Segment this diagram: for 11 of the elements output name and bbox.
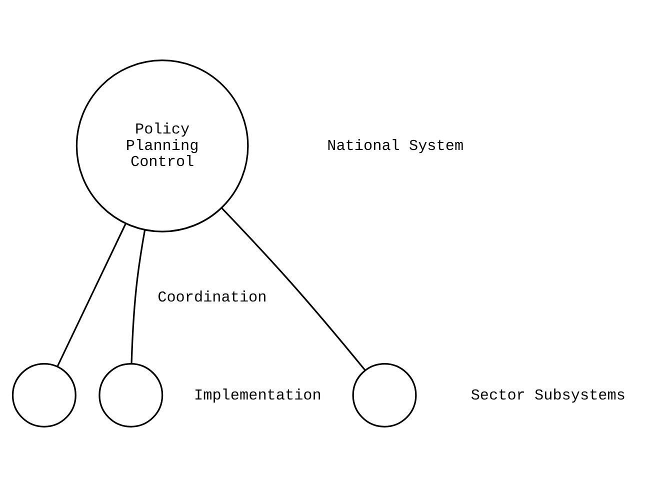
- node-circle: [352, 362, 417, 427]
- connector: [221, 206, 366, 370]
- connector: [130, 229, 146, 364]
- label: Implementation: [194, 386, 322, 404]
- node-circle: Policy Planning Control: [76, 59, 249, 232]
- node-circle: [12, 362, 76, 427]
- label: Sector Subsystems: [470, 386, 626, 404]
- node-circle: [98, 362, 164, 427]
- connector: [56, 222, 126, 366]
- label: Coordination: [158, 288, 267, 306]
- label: National System: [327, 136, 464, 154]
